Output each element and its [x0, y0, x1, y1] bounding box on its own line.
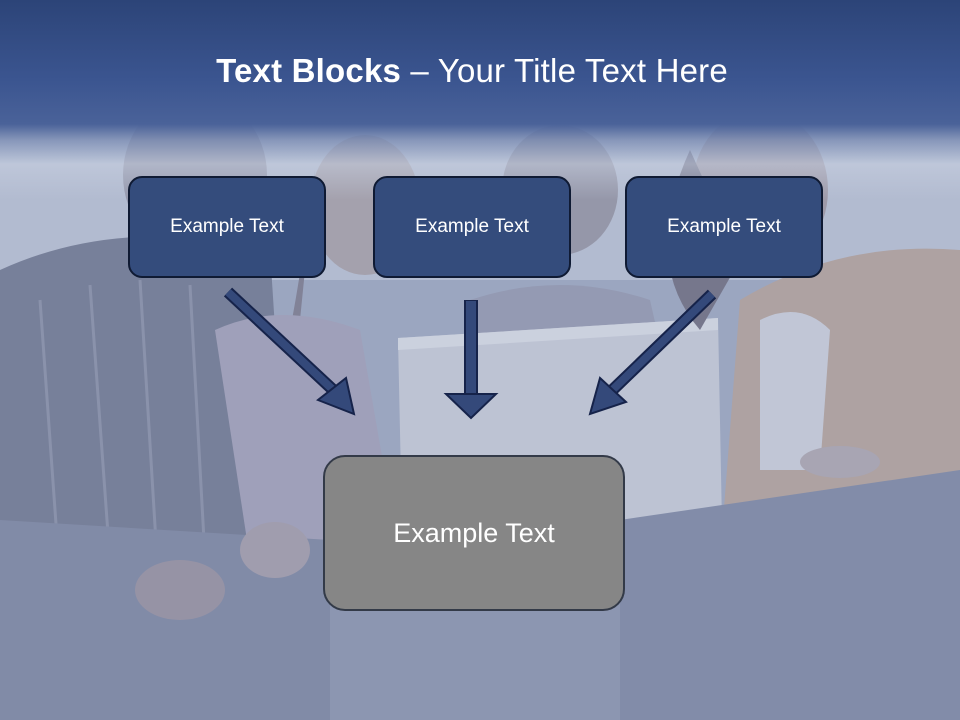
text-block-2-label: Example Text [415, 216, 529, 237]
target-block[interactable]: Example Text [323, 455, 625, 611]
text-block-3[interactable]: Example Text [625, 176, 823, 278]
text-block-1-label: Example Text [170, 216, 284, 237]
slide-title[interactable]: Text Blocks – Your Title Text Here [0, 52, 944, 90]
title-bold: Text Blocks [216, 52, 402, 89]
text-block-2[interactable]: Example Text [373, 176, 571, 278]
text-block-3-label: Example Text [667, 216, 781, 237]
title-rest: – Your Title Text Here [401, 52, 728, 89]
header-band [0, 0, 960, 200]
target-block-label: Example Text [393, 517, 555, 548]
text-block-1[interactable]: Example Text [128, 176, 326, 278]
